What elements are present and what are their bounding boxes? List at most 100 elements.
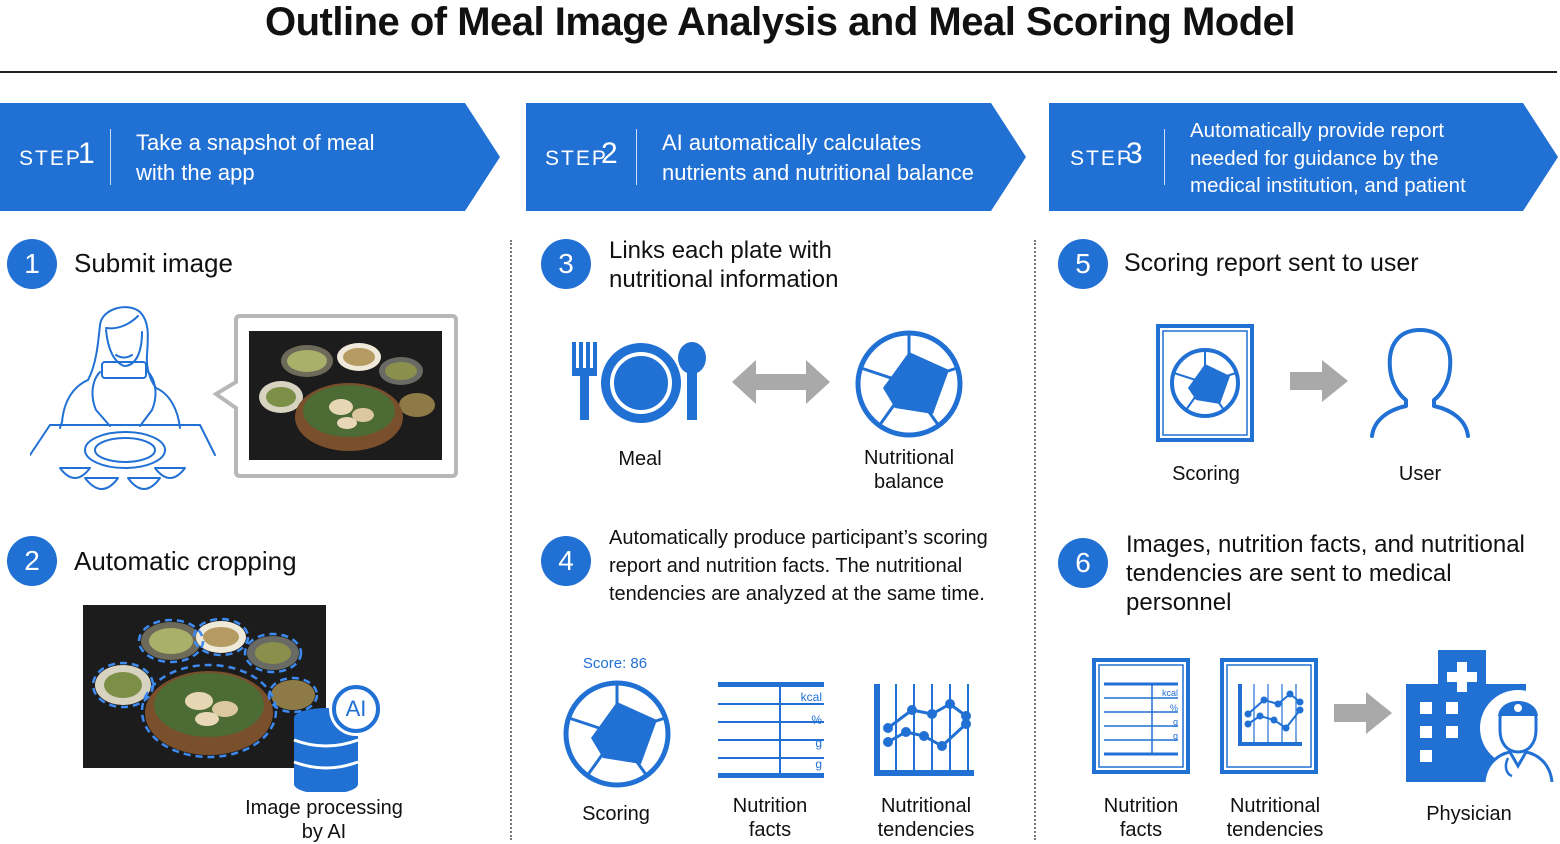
- page-title: Outline of Meal Image Analysis and Meal …: [264, 0, 1296, 44]
- step-2-number: 2: [601, 137, 618, 170]
- percent-unit: %: [811, 713, 822, 727]
- step-3-banner: STEP 3 Automatically provide report need…: [1049, 103, 1558, 211]
- item-3-line-1: Links each plate with: [609, 237, 832, 264]
- nutritional-balance-line-1: Nutritional: [863, 447, 955, 469]
- item-6-badge: 6: [1058, 538, 1108, 588]
- grams-unit: g: [1172, 717, 1178, 727]
- step-1-banner: STEP 1 Take a snapshot of meal with the …: [0, 103, 500, 211]
- column-divider: [1034, 240, 1036, 840]
- step-banner-arrow-shape: [526, 103, 1026, 211]
- medical-nutrition-facts-line-1: Nutrition: [1103, 795, 1179, 817]
- step-1-line-1: Take a snapshot of meal: [136, 130, 375, 155]
- medical-nutrition-facts-line-2: facts: [1119, 819, 1163, 841]
- scoring-radar-icon: [563, 680, 671, 788]
- cropped-meal-photo: [83, 605, 326, 768]
- item-1-badge: 1: [7, 239, 57, 289]
- item-4-line-1: Automatically produce participant’s scor…: [609, 527, 988, 549]
- item-3-badge: 3: [541, 239, 591, 289]
- scoring-report-label: Scoring: [1172, 463, 1240, 485]
- kcal-unit: kcal: [800, 690, 822, 704]
- grams-unit: g: [815, 736, 822, 750]
- item-6-heading: Images, nutrition facts, and nutritional…: [1126, 530, 1560, 617]
- item-3-line-2: nutritional information: [609, 266, 839, 293]
- image-processing-line-1: Image processing: [245, 797, 403, 819]
- doctor-icon: [1480, 690, 1556, 783]
- step-3-separator: [1164, 129, 1165, 185]
- cropped-meal-photo-dishes: [83, 605, 326, 768]
- step-3-line-2: needed for guidance by the: [1190, 146, 1439, 170]
- nutrition-facts-label: Nutrition facts: [710, 794, 830, 842]
- step-banner-arrow-shape: [0, 103, 500, 211]
- item-6-line-2: tendencies are sent to medical personnel: [1126, 560, 1452, 616]
- scoring-label: Scoring: [582, 803, 650, 825]
- meal-label: Meal: [618, 448, 662, 470]
- person-photographing-icon: [30, 306, 216, 490]
- nutrition-facts-document-icon: [1092, 658, 1190, 774]
- step-1-description: Take a snapshot of meal with the app: [136, 128, 374, 188]
- nutritional-tendencies-line-2: tendencies: [877, 819, 975, 841]
- step-1-line-2: with the app: [136, 160, 255, 185]
- step-3-line-3: medical institution, and patient: [1190, 174, 1466, 197]
- item-5-heading: Scoring report sent to user: [1124, 249, 1419, 277]
- user-silhouette-icon: [1370, 328, 1470, 438]
- title-divider: [0, 71, 1557, 73]
- medical-nutrition-facts-label: Nutrition facts: [1080, 794, 1202, 842]
- image-processing-line-2: by AI: [301, 821, 347, 843]
- score-label: Score: 86: [582, 655, 648, 672]
- step-1-separator: [110, 129, 111, 185]
- nutrition-facts-icon: [718, 682, 824, 778]
- step-1-number: 1: [78, 137, 95, 170]
- nutrition-facts-line-1: Nutrition: [732, 795, 808, 817]
- medical-tendencies-line-1: Nutritional: [1229, 795, 1321, 817]
- double-arrow-icon: [732, 360, 830, 404]
- medical-tendencies-line-2: tendencies: [1226, 819, 1324, 841]
- step-banner-arrow-shape: [1049, 103, 1558, 211]
- user-label: User: [1398, 463, 1442, 485]
- step-2-description: AI automatically calculates nutrients an…: [662, 128, 974, 188]
- line-chart-icon: [874, 684, 974, 776]
- item-4-badge: 4: [541, 536, 591, 586]
- step-2-word: STEP: [545, 147, 608, 170]
- meal-photo: [249, 331, 442, 460]
- item-2-heading: Automatic cropping: [74, 546, 297, 576]
- document-icon: [1156, 324, 1254, 442]
- item-1-heading: Submit image: [74, 248, 233, 278]
- nutritional-tendencies-line-1: Nutritional: [880, 795, 972, 817]
- medical-tendencies-label: Nutritional tendencies: [1208, 794, 1342, 842]
- hospital-icon: [1406, 650, 1556, 783]
- radar-chart-icon: [855, 330, 963, 438]
- image-processing-label: Image processing by AI: [234, 796, 414, 844]
- grams-unit: g: [1172, 731, 1178, 741]
- database-icon: [293, 682, 383, 792]
- step-3-line-1: Automatically provide report: [1190, 119, 1445, 142]
- item-3-heading: Links each plate with nutritional inform…: [609, 236, 838, 294]
- item-4-line-3: tendencies are analyzed at the same time…: [609, 583, 985, 605]
- step-2-banner: STEP 2 AI automatically calculates nutri…: [526, 103, 1026, 211]
- step-3-word: STEP: [1070, 147, 1133, 170]
- step-2-line-1: AI automatically calculates: [662, 130, 922, 155]
- nutrition-facts-line-2: facts: [748, 819, 792, 841]
- item-2-badge: 2: [7, 536, 57, 586]
- item-6-line-1: Images, nutrition facts, and nutritional: [1126, 531, 1525, 558]
- step-1-word: STEP: [19, 147, 82, 170]
- step-3-description: Automatically provide report needed for …: [1190, 117, 1466, 200]
- step-3-number: 3: [1126, 137, 1143, 170]
- arrow-right-icon: [1334, 692, 1392, 734]
- fork-plate-spoon-icon: [572, 342, 706, 423]
- item-4-line-2: report and nutrition facts. The nutritio…: [609, 555, 963, 577]
- physician-label: Physician: [1426, 803, 1512, 825]
- column-divider: [510, 240, 512, 840]
- tendencies-document-icon: [1220, 658, 1318, 774]
- percent-unit: %: [1169, 703, 1178, 713]
- item-4-heading: Automatically produce participant’s scor…: [609, 524, 988, 608]
- meal-photo-dishes: [249, 331, 442, 460]
- grams-unit: g: [815, 757, 822, 771]
- nutritional-balance-label: Nutritional balance: [838, 446, 980, 494]
- kcal-unit: kcal: [1161, 688, 1178, 698]
- nutritional-tendencies-label: Nutritional tendencies: [860, 794, 992, 842]
- nutritional-balance-line-2: balance: [873, 471, 945, 493]
- step-2-separator: [636, 129, 637, 185]
- item-5-badge: 5: [1058, 239, 1108, 289]
- ai-badge-label: AI: [345, 696, 367, 721]
- arrow-right-icon: [1290, 360, 1348, 402]
